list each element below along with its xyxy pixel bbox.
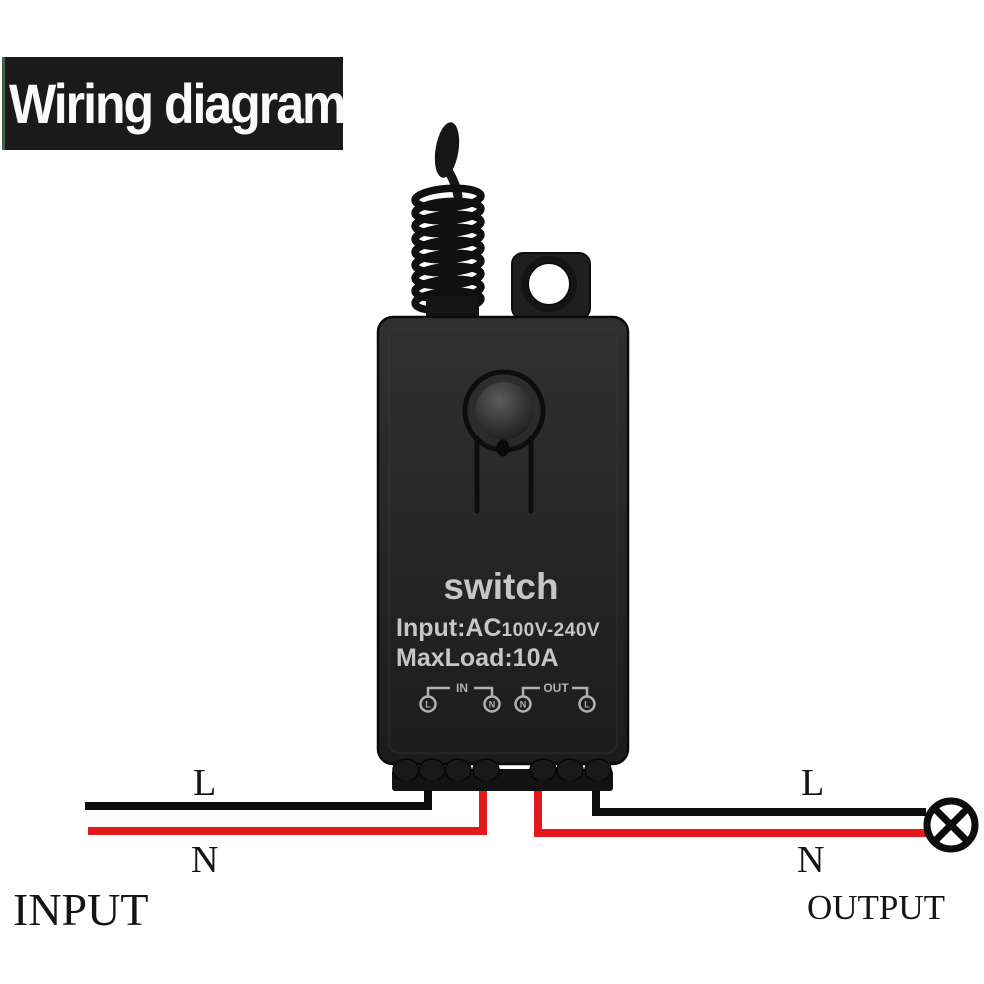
out-terminal-l-letter: L — [584, 700, 590, 710]
in-terminal-l-letter: L — [425, 700, 431, 710]
input-side-label: INPUT — [13, 884, 149, 935]
push-button — [462, 369, 546, 514]
terminal-strip — [392, 758, 613, 791]
in-group-label: IN — [456, 681, 468, 695]
page-title: Wiring diagram — [9, 72, 346, 135]
output-neutral-label: N — [797, 839, 825, 881]
device-maxload-label: MaxLoad:10A — [396, 644, 559, 672]
device-body — [376, 315, 630, 766]
wire-output-neutral — [534, 774, 926, 837]
device-name-label: switch — [443, 566, 558, 607]
input-live-label: L — [193, 762, 217, 804]
out-group-label: OUT — [543, 681, 569, 695]
device-input-rating-label: Input:AC100V-240V — [396, 614, 600, 642]
title-banner: Wiring diagram — [2, 57, 346, 150]
lamp-icon — [923, 797, 979, 853]
terminal-group-in — [419, 686, 501, 713]
mounting-tab — [511, 252, 591, 320]
antenna-spring-icon — [411, 122, 485, 322]
in-terminal-n-letter: N — [489, 700, 496, 710]
output-live-label: L — [801, 762, 825, 804]
terminal-group-out — [514, 686, 596, 713]
input-neutral-label: N — [191, 839, 219, 881]
output-side-label: OUTPUT — [807, 888, 946, 927]
wire-input-neutral — [88, 774, 487, 835]
out-terminal-n-letter: N — [520, 700, 527, 710]
button-dome — [475, 382, 533, 440]
